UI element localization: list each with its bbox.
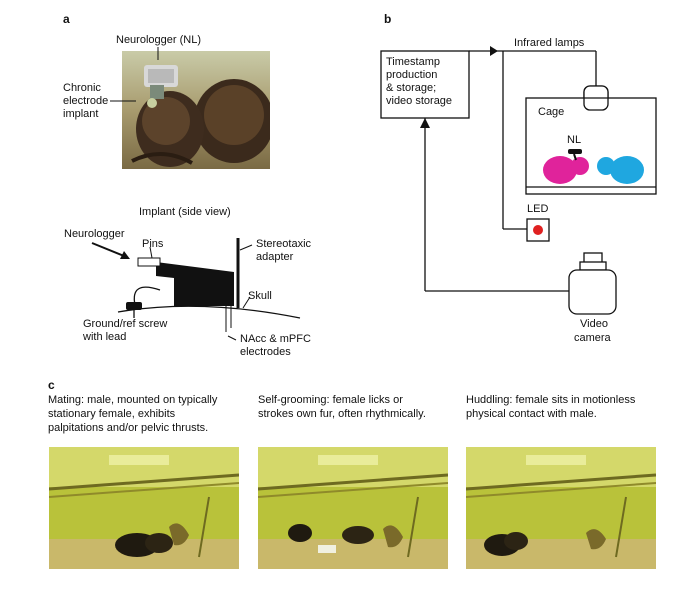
caption-self-grooming: Self-grooming: female licks or strokes o… bbox=[258, 393, 458, 421]
cage-label: Cage bbox=[538, 106, 565, 118]
setup-diagram bbox=[380, 46, 657, 315]
caption-mating-line3: palpitations and/or pelvic thrusts. bbox=[48, 422, 209, 434]
vole-photo bbox=[122, 51, 270, 169]
nl-label: NL bbox=[567, 134, 582, 146]
electrodes-label-line2: electrodes bbox=[240, 346, 291, 358]
neurologger-diagram-label: Neurologger bbox=[64, 228, 125, 240]
stereotaxic-label-line2: adapter bbox=[256, 251, 294, 263]
huddling-video-frame bbox=[466, 447, 656, 569]
vole-photo-image bbox=[122, 51, 270, 169]
storage-box-line2: production bbox=[386, 69, 438, 81]
implant-diagram-title: Implant (side view) bbox=[139, 206, 231, 218]
mating-frame-image bbox=[49, 447, 239, 569]
caption-grooming-line2: strokes own fur, often rhythmically. bbox=[258, 408, 426, 420]
pins-label: Pins bbox=[142, 238, 164, 250]
grooming-frame-image bbox=[258, 447, 448, 569]
electrodes-label-line1: NAcc & mPFC bbox=[240, 333, 311, 345]
infrared-lamps-label: Infrared lamps bbox=[514, 37, 585, 49]
huddling-frame-image bbox=[466, 447, 656, 569]
screw-label-line1: Ground/ref screw bbox=[83, 318, 168, 330]
implant-label-line3: implant bbox=[63, 108, 99, 120]
skull-label: Skull bbox=[248, 290, 272, 302]
video-camera-line2: camera bbox=[574, 332, 611, 344]
screw-label-line2: with lead bbox=[83, 331, 127, 343]
caption-huddling-line1: Huddling: female sits in motionless bbox=[466, 394, 636, 406]
mating-video-frame bbox=[49, 447, 239, 569]
caption-huddling-line2: physical contact with male. bbox=[466, 408, 597, 420]
self-grooming-video-frame bbox=[258, 447, 448, 569]
storage-box-line3: & storage; bbox=[386, 82, 437, 94]
led-label: LED bbox=[527, 203, 549, 215]
caption-mating-line2: stationary female, exhibits bbox=[48, 408, 176, 420]
caption-mating-line1: Mating: male, mounted on typically bbox=[48, 394, 218, 406]
implant-label-line2: electrode bbox=[63, 95, 109, 107]
panel-b-letter: b bbox=[384, 12, 392, 26]
caption-mating: Mating: male, mounted on typically stati… bbox=[48, 393, 248, 435]
storage-box-line4: video storage bbox=[386, 95, 453, 107]
video-camera-line1: Video bbox=[580, 318, 608, 330]
implant-diagram bbox=[91, 238, 301, 341]
photo-pointer-lines bbox=[110, 47, 159, 102]
caption-grooming-line1: Self-grooming: female licks or bbox=[258, 394, 403, 406]
caption-huddling: Huddling: female sits in motionless phys… bbox=[466, 393, 666, 421]
implant-label-line1: Chronic bbox=[63, 82, 101, 94]
panel-c-letter: c bbox=[48, 378, 55, 392]
storage-box-line1: Timestamp bbox=[386, 56, 440, 68]
stereotaxic-label-line1: Stereotaxic bbox=[256, 238, 312, 250]
neurologger-photo-label: Neurologger (NL) bbox=[116, 34, 201, 46]
panel-a-letter: a bbox=[63, 12, 70, 26]
